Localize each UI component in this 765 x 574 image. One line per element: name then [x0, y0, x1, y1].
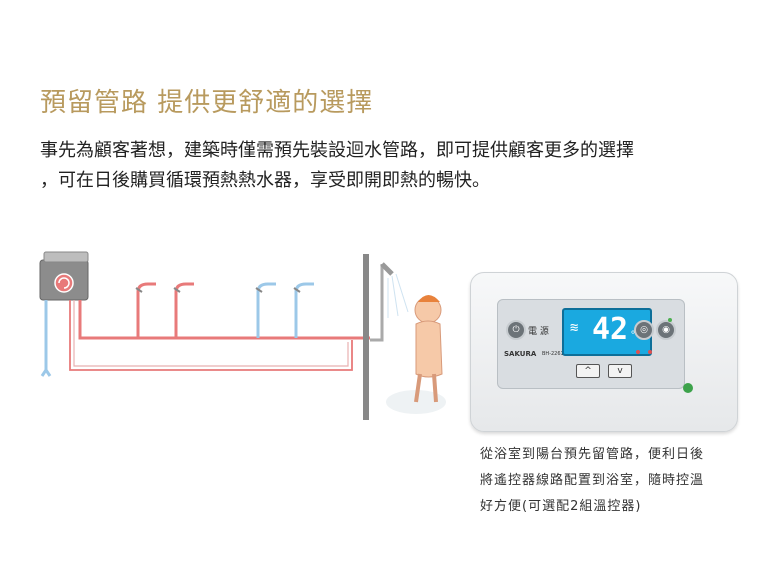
return-loop-pipe: [69, 300, 353, 371]
controller-caption: 從浴室到陽台預先留管路，便利日後 將遙控器線路配置到浴室，隨時控溫 好方便(可選…: [480, 442, 740, 520]
cold-water-pipe: [40, 300, 52, 377]
shower-head-icon: [370, 262, 409, 342]
status-led: [648, 350, 652, 354]
controller-face: ⏻ 電 源 SAKURA BH-2261 ≋ 42 °C ◉ ◎ ^ v: [497, 299, 685, 389]
brand-label: SAKURA: [504, 350, 537, 358]
faucet-icon: [135, 282, 156, 338]
wave-icon: ≋: [570, 320, 579, 336]
eco-logo: [683, 383, 693, 393]
status-led: [668, 318, 672, 322]
piping-illustration: [39, 251, 446, 420]
faucet-icon: [173, 282, 194, 338]
mode-button[interactable]: ◎: [634, 320, 654, 340]
caption-line-1: 從浴室到陽台預先留管路，便利日後: [480, 447, 705, 462]
description-line-1: 事先為顧客著想，建築時僅需預先裝設迴水管路，即可提供顧客更多的選擇: [40, 140, 634, 161]
temp-up-button[interactable]: ^: [576, 364, 600, 378]
model-label: BH-2261: [542, 351, 564, 357]
power-label: 電 源: [528, 327, 549, 337]
temp-down-button[interactable]: v: [608, 364, 632, 378]
person-showering-icon: [386, 295, 446, 414]
section-heading: 預留管路 提供更舒適的選擇: [40, 88, 374, 118]
caption-line-2: 將遙控器線路配置到浴室，隨時控溫: [480, 473, 705, 488]
remote-controller: ⏻ 電 源 SAKURA BH-2261 ≋ 42 °C ◉ ◎ ^ v: [470, 272, 738, 432]
temperature-value: 42: [592, 312, 629, 347]
faucet-icon: [293, 282, 314, 338]
description-line-2: ，可在日後購買循環預熱熱水器，享受即開即熱的暢快。: [40, 170, 490, 191]
status-led: [636, 350, 640, 354]
power-button[interactable]: ⏻: [506, 320, 526, 340]
description: 事先為顧客著想，建築時僅需預先裝設迴水管路，即可提供顧客更多的選擇 ，可在日後購…: [40, 136, 740, 196]
wall: [363, 254, 369, 420]
hot-water-pipe: [78, 300, 370, 340]
water-heater-icon: [39, 251, 89, 301]
reheat-button[interactable]: ◉: [656, 320, 676, 340]
faucet-icon: [255, 282, 276, 338]
caption-line-3: 好方便(可選配2組溫控器): [480, 499, 642, 514]
